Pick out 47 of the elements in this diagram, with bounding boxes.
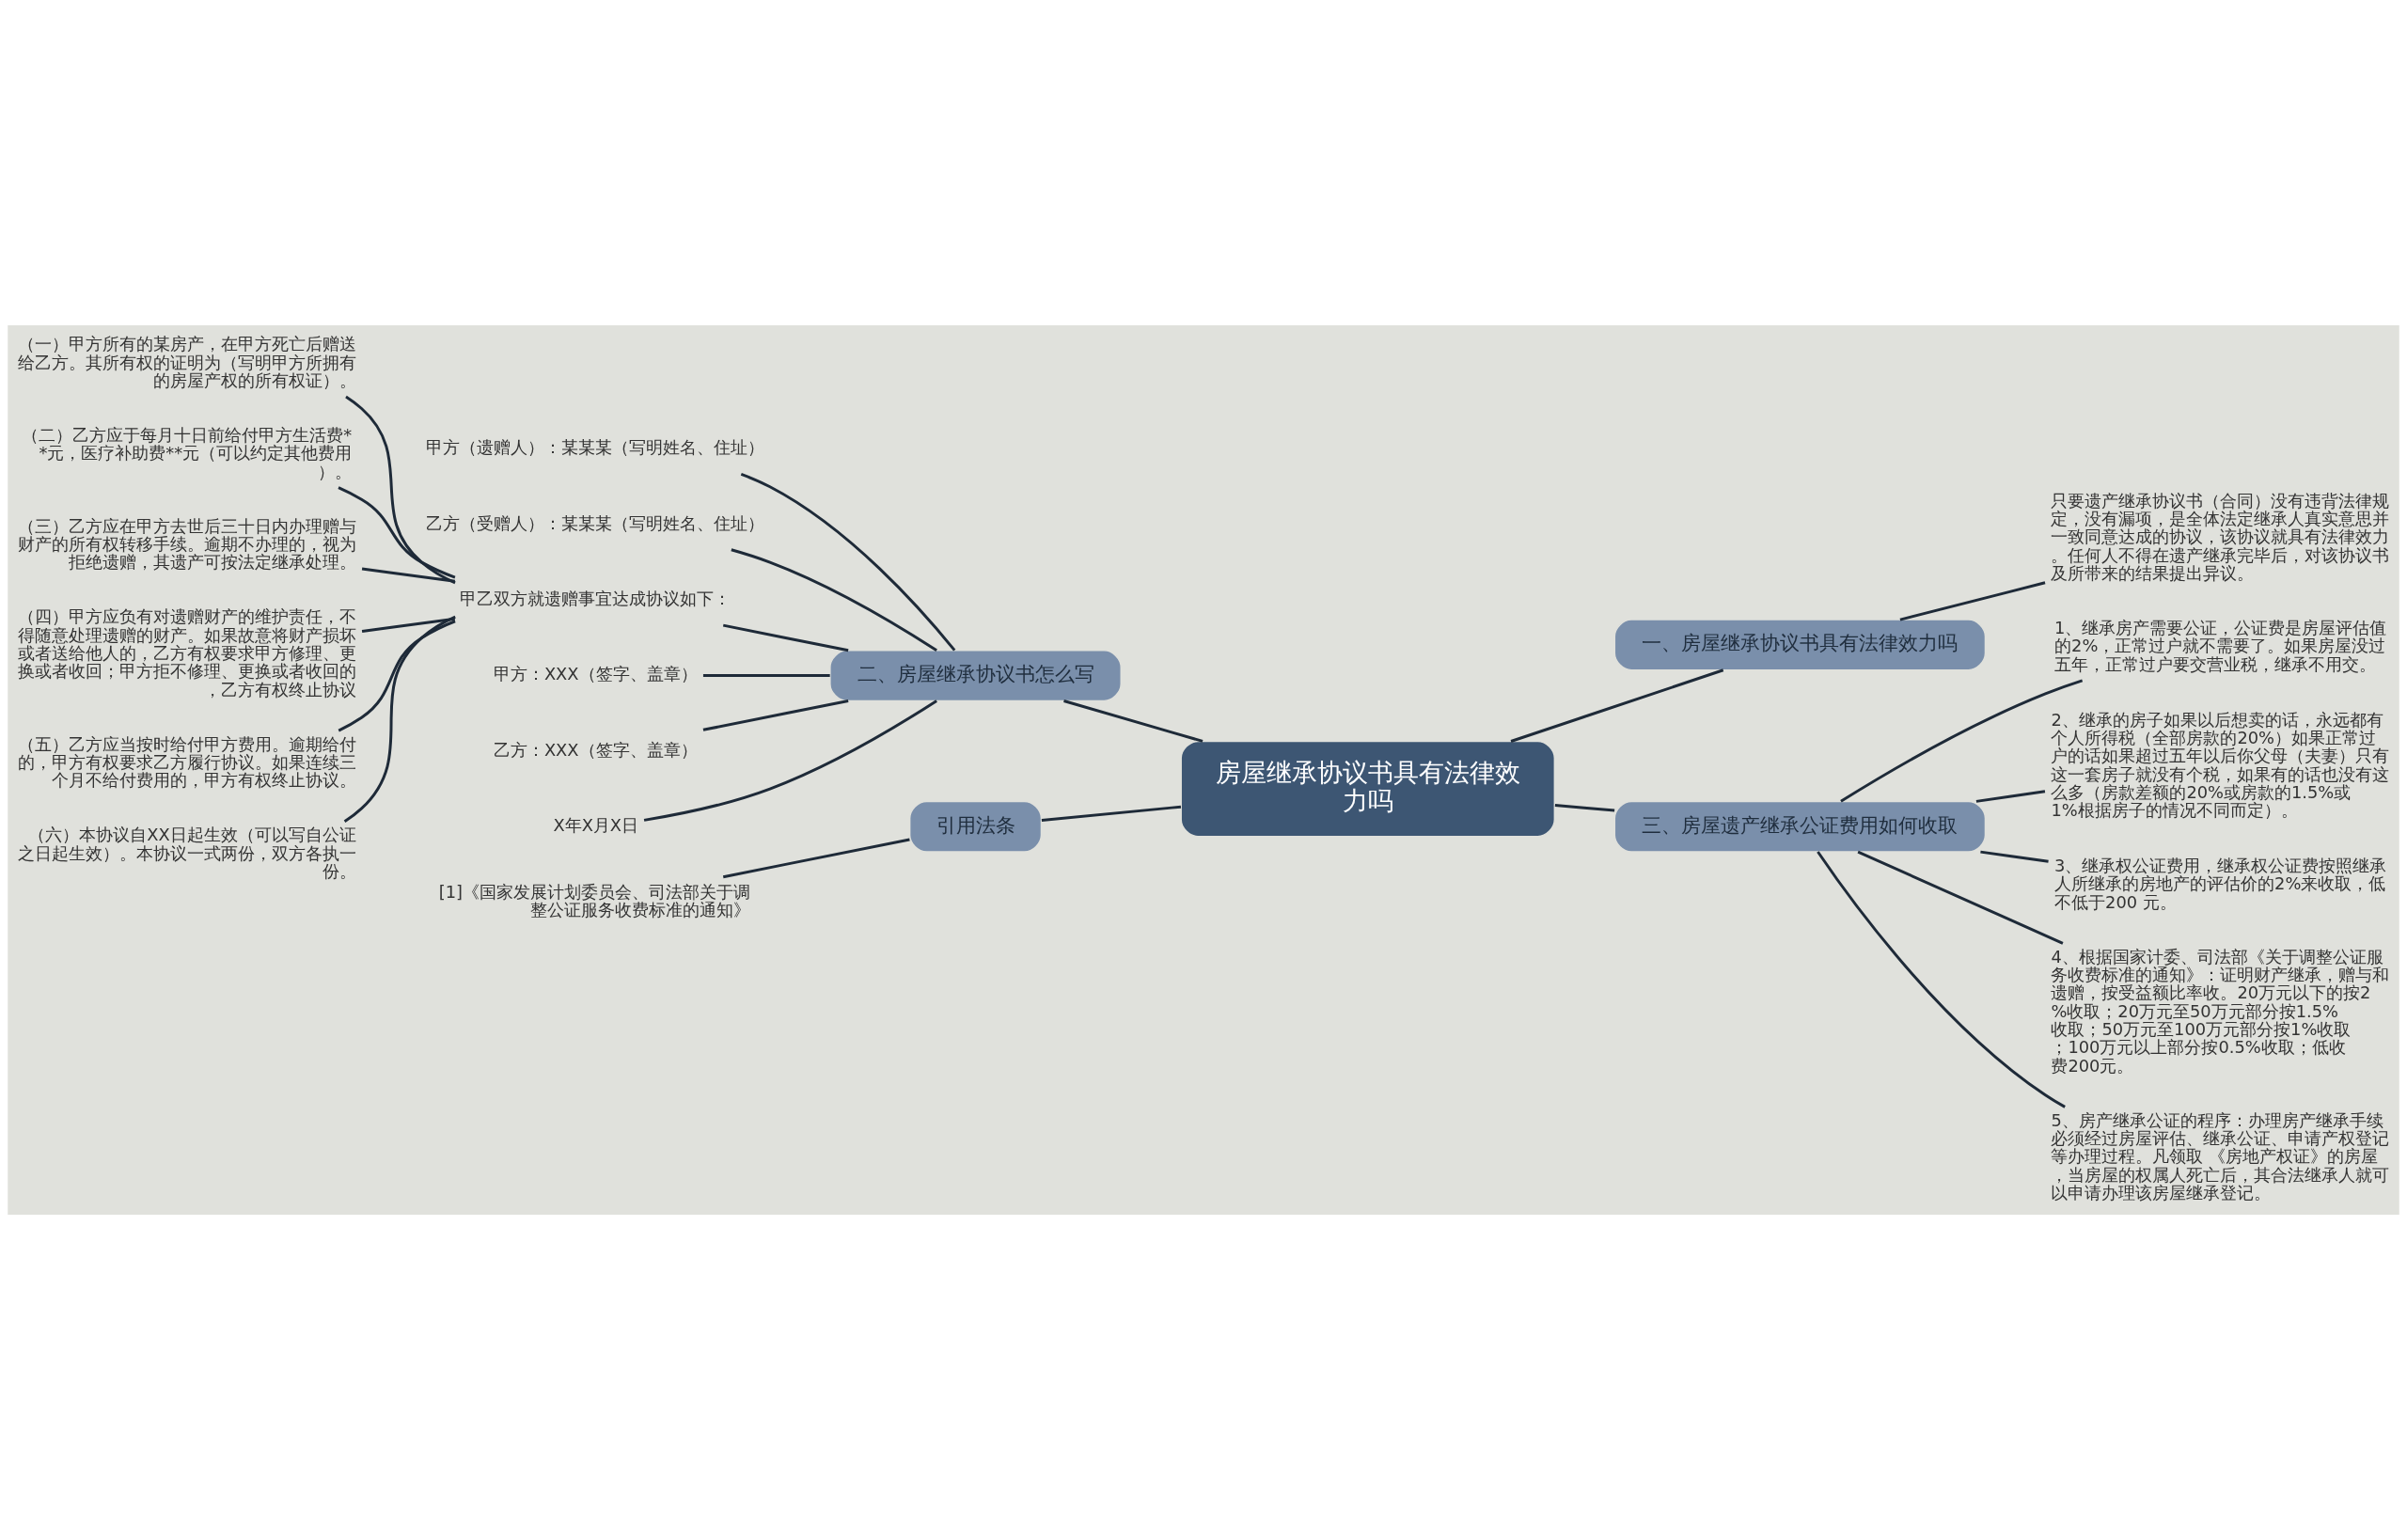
connector: [1063, 699, 1204, 743]
connector: [338, 486, 456, 579]
node-box: 二、房屋继承协议书怎么写: [829, 650, 1122, 702]
connector: [361, 567, 455, 583]
connector: [1980, 850, 2049, 863]
connector: [338, 620, 456, 732]
connector: [1840, 679, 2084, 803]
connector: [702, 699, 849, 731]
connector: [1554, 804, 1615, 812]
node-text: 甲方（遗赠人）：某某某（写明姓名、住址）: [425, 437, 764, 458]
node-text: 乙方（受赠人）：某某某（写明姓名、住址）: [425, 512, 764, 533]
connector: [345, 395, 456, 585]
node-text: （六）本协议自XX日起生效（可以写自公证之日起生效）。本协议一式两份，双方各执一份。: [17, 825, 356, 881]
connector: [740, 473, 956, 652]
node-text: （一）甲方所有的某房产，在甲方死亡后赠送给乙方。其所有权的证明为（写明甲方所拥有的房屋产权的所有权证）。: [17, 334, 356, 390]
connector: [1899, 581, 2046, 621]
node-text: 甲乙双方就遗赠事宜达成协议如下：: [460, 588, 732, 608]
connector: [722, 623, 849, 652]
node-text: 3、继承权公证费用，继承权公证费按照继承人所继承的房地产的评估价的2%来收取，低不低于200 元。: [2054, 855, 2387, 912]
connector: [343, 615, 456, 824]
node-text: 5、房产继承公证的程序：办理房产继承手续必须经过房屋评估、继承公证、申请产权登记等办理过程。凡领取 《房地产权证》的房屋，当房屋的权属人死亡后，其合法继承人就可以申请办理该房屋继承登记。: [2051, 1109, 2390, 1203]
connector: [722, 838, 910, 879]
connector: [1817, 851, 2066, 1108]
connector: [1510, 668, 1724, 743]
node-text: （五）乙方应当按时给付甲方费用。逾期给付的，甲方有权要求乙方履行协议。如果连续三个月不给付费用的，甲方有权终止协议。: [17, 733, 356, 791]
node-text: 2、继承的房子如果以后想卖的话，永远都有个人所得税（全部房款的20%）如果正常过户的话如果超过五年以后你父母（夫妻）只有这一套房子就没有个税，如果有的话也没有这么多（房款差额的20%或房款的1.5%或1%根据房子的情况不同而定）。: [2051, 709, 2390, 821]
node-box: 引用法条: [908, 800, 1043, 853]
connector: [702, 674, 830, 678]
connector: [731, 548, 937, 652]
node-text: 乙方：XXX（签字、盖章）: [493, 739, 698, 760]
connector: [1857, 850, 2064, 945]
node-text: 4、根据国家计委、司法部《关于调整公证服务收费标准的通知》：证明财产继承，赠与和遗赠，按受益额比率收。20万元以下的按2%收取；20万元至50万元部分按1.5%收取；50万元至100万元部分按1%收取；100万元以上部分按0.5%收取；低收费200元。: [2051, 946, 2390, 1076]
connector: [1975, 790, 2046, 803]
node-text: X年X月X日: [553, 814, 639, 835]
node-text: [1]《国家发展计划委员会、司法部关于调整公证服务收费标准的通知》: [438, 881, 751, 919]
connector: [361, 617, 455, 633]
node-text: （四）甲方应负有对遗赠财产的维护责任，不得随意处理遗赠的财产。如果故意将财产损坏或者送给他人的，乙方有权要求甲方修理、更换或者收回；甲方拒不修理、更换或者收回的，乙方有权终止协议: [17, 606, 356, 699]
node-box: 一、房屋继承协议书具有法律效力吗: [1613, 619, 1987, 671]
node-text: （二）乙方应于每月十日前给付甲方生活费**元，医疗补助费**元（可以约定其他费用）。: [22, 424, 353, 481]
node-text: 甲方：XXX（签字、盖章）: [493, 664, 698, 684]
node-text: 1、继承房产需要公证，公证费是房屋评估值的2%，正常过户就不需要了。如果房屋没过五年，正常过户要交营业税，继承不用交。: [2054, 618, 2387, 674]
node-box: 三、房屋遗产继承公证费用如何收取: [1613, 800, 1987, 853]
node-text: 只要遗产继承协议书（合同）没有违背法律规定，没有漏项，是全体法定继承人真实意思并一致同意达成的协议，该协议就具有法律效力。任何人不得在遗产继承完毕后，对该协议书及所带来的结果提出异议。: [2051, 490, 2390, 584]
connector: [643, 699, 937, 822]
connector: [1041, 805, 1182, 823]
node-box: 房屋继承协议书具有法律效力吗: [1180, 740, 1556, 838]
node-text: （三）乙方应在甲方去世后三十日内办理赠与财产的所有权转移手续。逾期不办理的，视为拒绝遗赠，其遗产可按法定继承处理。: [17, 515, 356, 573]
